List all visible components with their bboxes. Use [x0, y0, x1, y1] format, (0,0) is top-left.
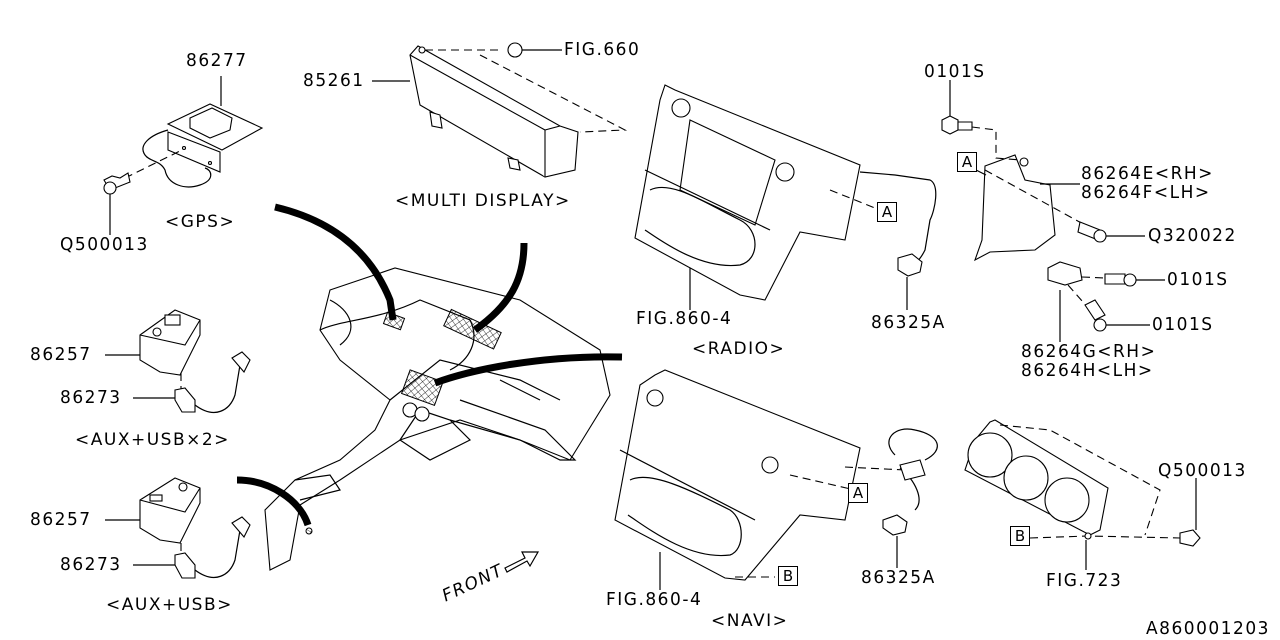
ref-box-a-navi: A	[848, 483, 868, 503]
part-label-86264h[interactable]: 86264H<LH>	[1021, 360, 1154, 382]
part-label-86273[interactable]: 86273	[60, 554, 122, 576]
front-arrow-icon	[504, 551, 540, 573]
part-label-86325a-navi[interactable]: 86325A	[861, 567, 936, 589]
multi-display-part	[372, 42, 628, 178]
part-label-0101s-mid[interactable]: 0101S	[1167, 269, 1229, 291]
fig-ref-860-4-radio[interactable]: FIG.860-4	[636, 308, 733, 330]
part-label-86273-x2[interactable]: 86273	[60, 387, 122, 409]
navi-unit-part	[614, 369, 938, 590]
radio-unit-part	[634, 84, 937, 310]
fig-ref-660[interactable]: FIG.660	[564, 39, 641, 61]
caption-aux-usb: <AUX+USB>	[106, 595, 233, 615]
part-label-86257-x2[interactable]: 86257	[30, 344, 92, 366]
caption-gps: <GPS>	[165, 212, 236, 232]
dashboard-overview	[264, 267, 611, 571]
bracket-part	[941, 80, 1165, 342]
part-label-86325a-radio[interactable]: 86325A	[871, 312, 946, 334]
part-label-86257[interactable]: 86257	[30, 509, 92, 531]
caption-navi: <NAVI>	[711, 611, 789, 631]
leader-aux-usb	[236, 476, 312, 527]
fig-ref-860-4-navi[interactable]: FIG.860-4	[606, 589, 703, 611]
part-label-q320022[interactable]: Q320022	[1148, 225, 1237, 247]
part-label-q500013-gps[interactable]: Q500013	[60, 234, 149, 256]
diagram-reference-code: A860001203	[1146, 618, 1270, 640]
fig-ref-723[interactable]: FIG.723	[1046, 570, 1123, 592]
ref-box-a-bracket: A	[957, 152, 977, 172]
part-label-85261[interactable]: 85261	[303, 70, 365, 92]
ref-box-b-climate: B	[1010, 526, 1030, 546]
part-label-86264e[interactable]: 86264E<RH>	[1081, 163, 1214, 185]
gps-antenna-part	[103, 76, 264, 235]
part-label-0101s-bottom[interactable]: 0101S	[1152, 314, 1214, 336]
leader-multi-display	[472, 242, 528, 333]
leader-gps	[274, 203, 397, 321]
part-label-0101s-top[interactable]: 0101S	[924, 61, 986, 83]
ref-box-a-radio: A	[877, 202, 897, 222]
aux-usb-x2-part	[105, 309, 251, 413]
ref-box-b-navi: B	[778, 566, 798, 586]
caption-radio: <RADIO>	[692, 339, 786, 359]
aux-usb-part	[105, 477, 251, 579]
climate-control-part	[964, 419, 1201, 570]
part-label-86264f[interactable]: 86264F<LH>	[1081, 182, 1211, 204]
part-label-q500013-climate[interactable]: Q500013	[1158, 460, 1247, 482]
caption-aux-usb-x2: <AUX+USB×2>	[75, 430, 230, 450]
caption-multi-display: <MULTI DISPLAY>	[395, 191, 571, 211]
part-label-86277[interactable]: 86277	[186, 50, 248, 72]
leader-radio	[433, 353, 623, 387]
part-label-86264g[interactable]: 86264G<RH>	[1021, 341, 1157, 363]
